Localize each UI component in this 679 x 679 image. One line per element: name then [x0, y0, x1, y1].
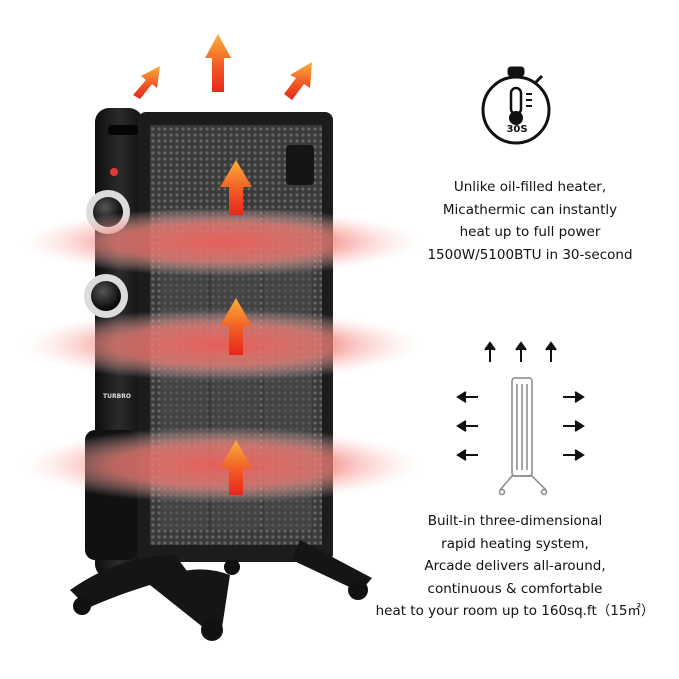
caption-line: continuous & comfortable — [427, 580, 603, 597]
power-knob — [84, 274, 128, 318]
caption-line: Built-in three-dimensional — [427, 513, 603, 529]
heat-arrow-icon — [284, 62, 312, 100]
wheel — [348, 580, 368, 600]
power-indicator — [110, 168, 118, 176]
caption-line: heat up to full power — [459, 224, 601, 240]
heat-arrow-icon — [133, 66, 160, 99]
heat-glow-bands — [22, 208, 422, 503]
timer-label: 30S — [506, 124, 528, 135]
wheel — [73, 597, 91, 615]
heat-arrows-inner — [220, 160, 252, 495]
caption-instant-heat: Unlike oil-filled heater, Micathermic ca… — [395, 176, 665, 266]
heat-arrow-icon — [220, 298, 252, 355]
heat-arrow-icon — [205, 34, 231, 92]
caption-line: rapid heating system, — [441, 535, 589, 552]
directional-heat-diagram — [456, 341, 585, 496]
caption-3d-heating: Built-in three-dimensional rapid heating… — [360, 510, 670, 623]
heat-arrow-icon — [220, 440, 252, 495]
caption-line: heat to your room up to 160sq.ft（15㎡） — [375, 603, 655, 619]
heat-arrow-icon — [220, 160, 252, 215]
stopwatch-thermometer-icon — [481, 66, 551, 145]
caption-line: Micathermic can instantly — [442, 201, 618, 218]
caption-line: Arcade delivers all-around, — [424, 558, 606, 574]
heat-arrows-top — [133, 34, 312, 100]
brand-logo: TURBRO — [103, 393, 131, 400]
caption-line: 1500W/5100BTU in 30-second — [427, 246, 633, 263]
caption-line: Unlike oil-filled heater, — [453, 179, 607, 195]
wheel — [224, 559, 240, 575]
wheel — [201, 619, 223, 641]
